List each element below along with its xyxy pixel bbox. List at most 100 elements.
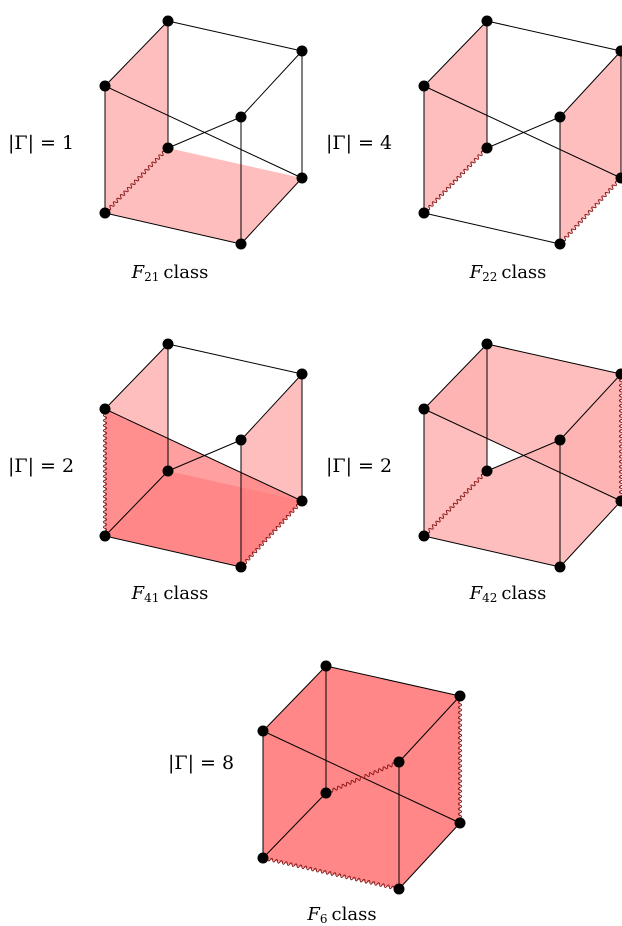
vertex-dot: [393, 756, 405, 768]
cube-edge: [104, 535, 242, 568]
cube-edge: [167, 116, 242, 149]
wavy-edge: [262, 856, 400, 891]
cube-edge: [486, 343, 622, 375]
cube-edge: [262, 665, 327, 732]
vertex-dot: [320, 787, 332, 799]
vertex-dot: [162, 338, 174, 350]
wavy-edge: [423, 470, 488, 537]
caption-subscript: 6: [319, 912, 328, 926]
cube-edge: [423, 20, 488, 87]
cube-edge: [559, 500, 622, 568]
cube-edge: [423, 408, 622, 502]
caption-symbol: F: [469, 583, 483, 604]
vertex-dot: [554, 561, 566, 573]
cube-edge: [423, 343, 488, 410]
cube-edge: [240, 177, 303, 245]
cube-edge: [325, 665, 461, 697]
vertex-dot: [320, 660, 332, 672]
vertex-dot: [615, 45, 622, 57]
cube-edge: [262, 792, 327, 859]
vertex-dot: [296, 495, 308, 507]
cube-f21: [99, 15, 308, 250]
shaded-face: [424, 440, 560, 567]
shaded-face: [326, 666, 460, 793]
cube-edge: [104, 85, 303, 179]
vertex-dot: [99, 530, 111, 542]
wavy-edge: [457, 695, 463, 824]
vertex-dot: [615, 495, 622, 507]
vertex-dot: [257, 852, 269, 864]
caption-text: class: [501, 262, 547, 283]
vertex-dot: [615, 368, 622, 380]
cube-edge: [104, 20, 169, 87]
cube-edge: [486, 439, 561, 472]
vertex-dot: [393, 883, 405, 895]
shaded-face: [105, 148, 302, 244]
cube-f41: [99, 338, 308, 573]
caption-text: class: [163, 262, 209, 283]
cube-edge: [486, 116, 561, 149]
gamma-label: |Γ| = 2: [326, 455, 393, 477]
vertex-dot: [257, 725, 269, 737]
wavy-edge: [240, 500, 303, 568]
cube-edge: [104, 212, 242, 245]
vertex-dot: [418, 207, 430, 219]
wavy-edge: [618, 373, 622, 502]
caption-symbol: F: [131, 262, 145, 283]
vertex-dot: [296, 45, 308, 57]
vertex-dot: [554, 238, 566, 250]
shaded-face: [424, 21, 487, 213]
shaded-face: [424, 344, 621, 501]
cube-f6: [257, 660, 466, 895]
vertex-dot: [99, 403, 111, 415]
cube-edge: [240, 373, 303, 441]
vertex-dot: [481, 338, 493, 350]
gamma-label: |Γ| = 8: [168, 752, 235, 774]
vertex-dot: [418, 530, 430, 542]
vertex-dot: [481, 15, 493, 27]
cube-edge: [167, 343, 303, 375]
gamma-label: |Γ| = 2: [8, 455, 75, 477]
cube-edge: [559, 50, 622, 118]
vertex-dot: [418, 80, 430, 92]
gamma-label: |Γ| = 4: [326, 132, 393, 154]
cube-edge: [104, 343, 169, 410]
caption-text: class: [501, 583, 547, 604]
cube-edge: [240, 50, 303, 118]
caption-subscript: 22: [482, 270, 498, 284]
vertex-dot: [99, 207, 111, 219]
vertex-dot: [454, 690, 466, 702]
gamma-label: |Γ| = 1: [8, 132, 75, 154]
vertex-dot: [235, 238, 247, 250]
caption-text: class: [163, 583, 209, 604]
shaded-face: [560, 51, 621, 244]
caption-subscript: 21: [144, 270, 160, 284]
wavy-edge: [102, 408, 108, 537]
cube-edge: [104, 408, 303, 502]
caption-symbol: F: [307, 904, 320, 925]
caption-symbol: F: [131, 583, 145, 604]
vertex-dot: [235, 111, 247, 123]
cube-edge: [559, 373, 622, 441]
vertex-dot: [162, 142, 174, 154]
vertex-dot: [418, 403, 430, 415]
vertex-dot: [554, 434, 566, 446]
vertex-dot: [99, 80, 111, 92]
cube-f42: [418, 338, 622, 573]
shaded-face: [263, 731, 460, 889]
caption-subscript: 41: [144, 591, 160, 605]
vertex-dot: [554, 111, 566, 123]
vertex-dot: [162, 465, 174, 477]
cube-f22: [418, 15, 622, 250]
vertex-dot: [235, 434, 247, 446]
cube-edge: [104, 470, 169, 537]
cube-edge: [486, 20, 622, 52]
vertex-dot: [235, 561, 247, 573]
shaded-face: [105, 409, 302, 567]
vertex-dot: [296, 172, 308, 184]
cube-edge: [167, 439, 242, 472]
